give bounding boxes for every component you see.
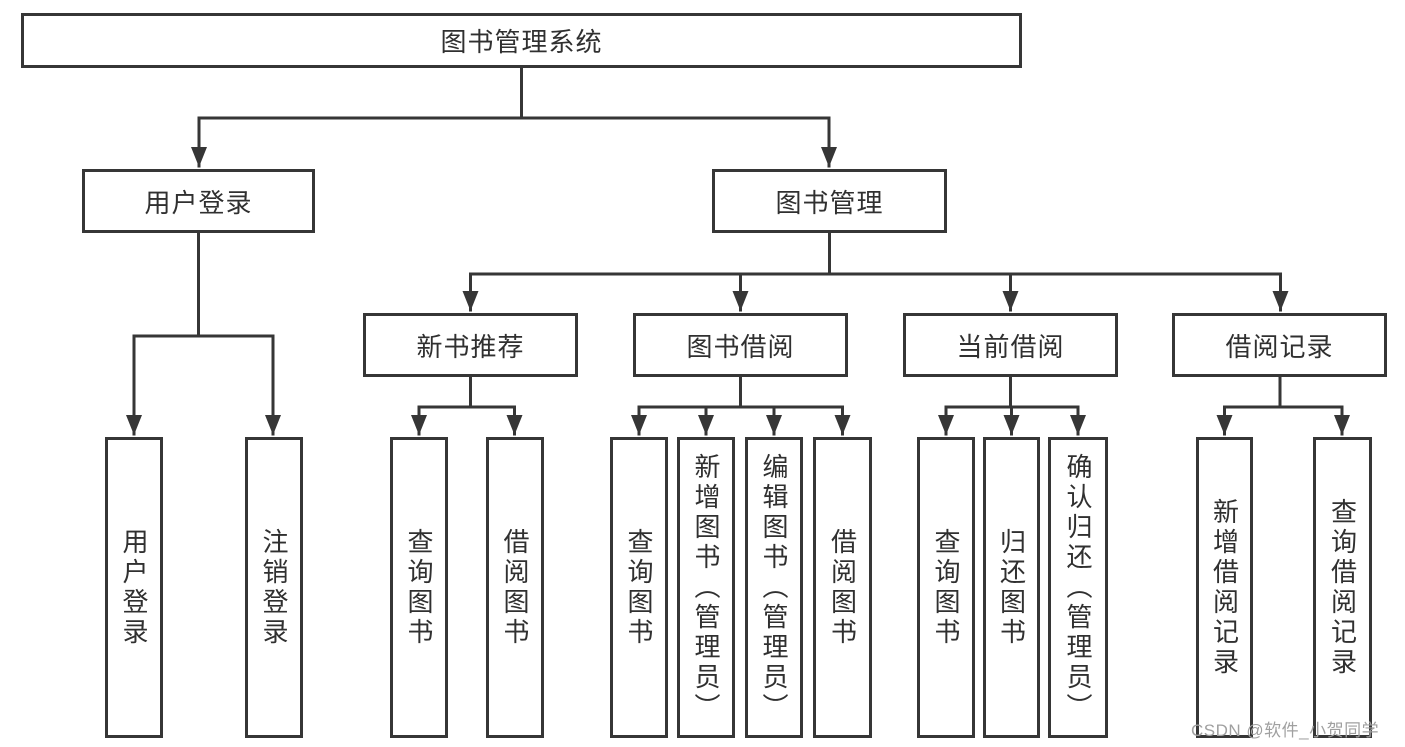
node-label: 当前借阅	[956, 331, 1065, 362]
leaf-label: 借阅图书	[500, 527, 530, 648]
node-current-borrowing: 当前借阅	[903, 313, 1118, 377]
node-book-management: 图书管理	[712, 169, 947, 233]
leaf-label: 查询借阅记录	[1327, 497, 1358, 678]
node-label: 借阅记录	[1225, 331, 1334, 362]
leaf-label: 新增借阅记录	[1209, 497, 1240, 678]
leaf-label: 确认归还（管理员）	[1063, 452, 1093, 723]
leaf-edit-books-admin: 编辑图书（管理员）	[745, 437, 803, 738]
node-book-borrowing: 图书借阅	[633, 313, 848, 377]
connector-book-mgmt-to-level3	[462, 231, 1289, 312]
leaf-label: 借阅图书	[827, 527, 858, 648]
leaf-label: 归还图书	[996, 527, 1027, 648]
leaf-add-books-admin: 新增图书（管理员）	[677, 437, 735, 738]
leaf-return-books: 归还图书	[983, 437, 1040, 738]
node-borrowing-records: 借阅记录	[1172, 313, 1387, 377]
leaf-borrowing-query-books: 查询图书	[610, 437, 668, 738]
node-label: 图书管理	[775, 187, 884, 218]
connector-user-login-group	[126, 231, 281, 436]
connector-root-to-level2	[191, 66, 837, 168]
node-label: 新书推荐	[416, 331, 525, 362]
connector-book-borrowing-group	[631, 375, 851, 436]
leaf-add-borrow-record: 新增借阅记录	[1196, 437, 1253, 738]
leaf-label: 查询图书	[624, 527, 654, 648]
leaf-label: 用户登录	[119, 527, 149, 648]
leaf-label: 新增图书（管理员）	[691, 452, 721, 723]
leaf-user-login: 用户登录	[105, 437, 163, 738]
leaf-current-query-books: 查询图书	[917, 437, 975, 738]
leaf-recommend-borrow-books: 借阅图书	[486, 437, 544, 738]
leaf-label: 查询图书	[931, 527, 961, 648]
node-label: 用户登录	[144, 187, 253, 218]
connector-borrowing-records-group	[1216, 375, 1350, 436]
node-new-book-recommend: 新书推荐	[363, 313, 578, 377]
leaf-label: 查询图书	[404, 527, 434, 648]
connector-new-recommend-group	[411, 375, 523, 436]
connector-current-borrowing-group	[938, 375, 1086, 436]
leaf-query-borrow-record: 查询借阅记录	[1313, 437, 1372, 738]
leaf-logout: 注销登录	[245, 437, 303, 738]
node-user-login: 用户登录	[82, 169, 315, 233]
leaf-recommend-query-books: 查询图书	[390, 437, 448, 738]
leaf-borrowing-borrow-books: 借阅图书	[813, 437, 872, 738]
node-label: 图书借阅	[686, 331, 795, 362]
leaf-label: 编辑图书（管理员）	[759, 452, 789, 723]
leaf-label: 注销登录	[259, 527, 289, 648]
node-label: 图书管理系统	[440, 27, 603, 57]
watermark: CSDN @软件_小贺同学	[1191, 721, 1380, 740]
leaf-confirm-return-admin: 确认归还（管理员）	[1048, 437, 1108, 738]
node-library-system: 图书管理系统	[21, 13, 1022, 68]
